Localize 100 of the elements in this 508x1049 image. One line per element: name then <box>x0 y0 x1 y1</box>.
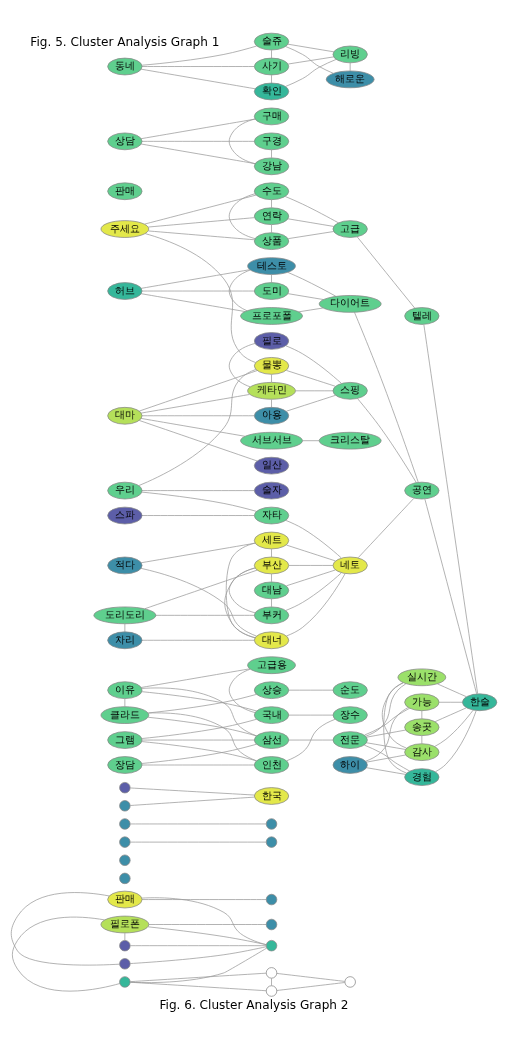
connector <box>287 218 335 227</box>
node-ellipse: 고급 <box>332 220 368 238</box>
node-ellipse: 우리 <box>107 481 143 500</box>
connector <box>366 729 406 738</box>
node-ellipse: 차리 <box>107 631 143 650</box>
node-ellipse: 경험 <box>404 768 440 786</box>
connector <box>271 74 272 84</box>
node-ellipse: 네토 <box>332 556 368 575</box>
connector <box>140 418 246 437</box>
connector <box>130 945 267 947</box>
connector <box>141 639 255 641</box>
connector <box>285 345 342 384</box>
node-ellipse: 도미 <box>253 282 290 300</box>
node-ellipse: 판매 <box>107 890 143 909</box>
node-ellipse: 스핑 <box>332 382 368 400</box>
connector <box>140 668 250 688</box>
node-ellipse: 술자 <box>253 481 290 500</box>
connector <box>288 689 334 691</box>
connector <box>141 415 255 417</box>
connector <box>271 548 272 558</box>
node-ellipse: 다이어트 <box>318 295 382 313</box>
node-ellipse: 구경 <box>253 132 290 151</box>
connector <box>130 972 267 983</box>
node-circle <box>119 854 131 866</box>
connector <box>423 324 478 695</box>
connector <box>144 233 256 363</box>
node-ellipse: 대남 <box>253 581 290 600</box>
connector <box>148 230 255 241</box>
node-ellipse: 텔레 <box>404 307 440 325</box>
node-ellipse: 실시간 <box>397 668 447 687</box>
connector <box>287 43 335 53</box>
node-ellipse: 서브서브 <box>240 431 303 450</box>
node-circle <box>265 918 278 931</box>
connector <box>287 56 335 65</box>
node-ellipse: 확인 <box>253 82 290 101</box>
connector <box>141 764 255 766</box>
connector <box>364 707 410 736</box>
node-circle <box>265 836 278 848</box>
connector <box>147 217 255 228</box>
connector <box>271 274 272 283</box>
connector <box>285 520 342 559</box>
node-ellipse: 필로폰 <box>100 915 150 934</box>
node-ellipse: 크리스탈 <box>318 431 382 450</box>
node-ellipse: 감사 <box>404 743 440 761</box>
connector <box>271 374 272 383</box>
node-ellipse: 주세요 <box>100 220 150 238</box>
node-circle <box>265 967 278 979</box>
connector <box>140 68 256 90</box>
node-ellipse: 아용 <box>253 406 290 425</box>
connector <box>138 370 258 412</box>
node-circle <box>119 976 131 988</box>
connector <box>224 567 256 639</box>
connector <box>144 569 258 610</box>
connector <box>434 710 474 747</box>
connector <box>366 767 406 775</box>
connector <box>129 947 268 983</box>
connector <box>140 568 257 637</box>
node-circle <box>119 958 131 970</box>
connector <box>225 542 256 639</box>
connector <box>228 193 256 240</box>
connector <box>124 932 126 941</box>
connector <box>285 59 337 87</box>
node-ellipse: 상승 <box>253 681 290 699</box>
node-ellipse: 송곳 <box>404 718 440 736</box>
connector <box>357 498 415 559</box>
connector <box>228 343 256 388</box>
node-circle <box>119 872 131 885</box>
node-ellipse: 대너 <box>253 631 290 650</box>
connector <box>271 49 272 59</box>
connector <box>141 45 258 66</box>
connector <box>148 924 267 925</box>
node-circle <box>265 985 278 997</box>
connector <box>141 687 257 737</box>
node-ellipse: 해로운 <box>325 70 375 89</box>
connector <box>288 714 334 716</box>
node-ellipse: 자타 <box>253 506 290 525</box>
connector <box>421 735 423 744</box>
node-circle <box>265 940 278 952</box>
connector <box>435 710 477 773</box>
connector <box>365 707 409 762</box>
connector <box>286 395 336 412</box>
node-ellipse: 테스토 <box>247 257 296 275</box>
connector <box>228 118 256 165</box>
node-ellipse: 일산 <box>253 456 290 475</box>
node-ellipse: 장담 <box>107 756 143 774</box>
connector <box>286 569 336 587</box>
node-ellipse: 세트 <box>253 531 290 550</box>
node-ellipse: 필로 <box>253 332 290 350</box>
connector <box>141 66 255 67</box>
connector <box>130 981 267 992</box>
node-ellipse: 하이 <box>332 756 368 774</box>
node-ellipse: 부산 <box>253 556 290 575</box>
connector <box>140 143 256 164</box>
node-ellipse: 상담 <box>107 132 143 151</box>
connector <box>271 598 272 608</box>
connector <box>276 982 346 991</box>
node-ellipse: 케타민 <box>247 382 296 400</box>
node-ellipse: 스파 <box>107 506 143 525</box>
connector <box>138 420 258 462</box>
connector <box>302 440 320 442</box>
